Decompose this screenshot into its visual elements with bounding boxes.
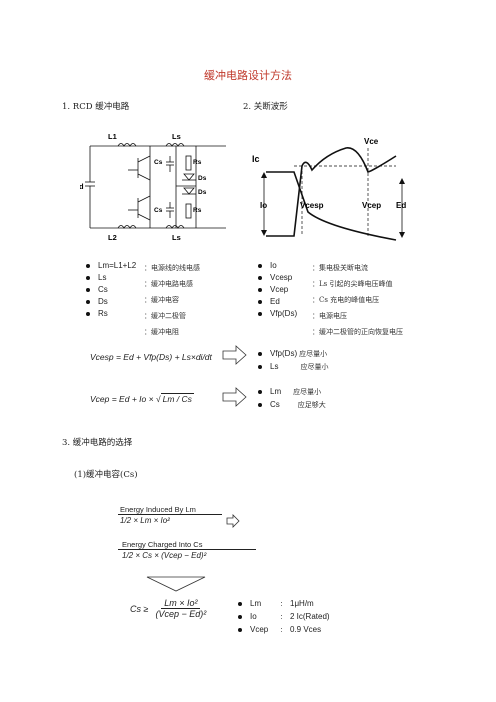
label-Rs-upper: Rs — [193, 159, 202, 166]
wave-label-Vcep: Vcep — [362, 201, 381, 210]
legend-desc: ：集电极关断电流 — [312, 264, 368, 272]
turnoff-waveform-chart: Ic Io Vcesp Vce Vcep Ed — [252, 137, 406, 241]
arrow-right-icon — [226, 514, 240, 528]
legend-item: Rs — [86, 308, 136, 320]
wave-label-Vce: Vce — [364, 137, 379, 146]
energy-charged-label: Energy Charged Into Cs — [122, 540, 203, 549]
energy-induced-label: Energy Induced By Lm — [120, 505, 196, 514]
divider — [118, 514, 222, 515]
condition-item: Io：2 Ic(Rated) — [238, 611, 330, 624]
legend-item: Vcesp — [258, 272, 297, 284]
legend-desc: ：缓冲电路电感 — [144, 280, 193, 288]
label-Cs-lower: Cs — [154, 207, 163, 214]
legend-item: Lm=L1+L2 — [86, 260, 136, 272]
arrow-right-icon — [222, 387, 247, 407]
condition-list: Lm：1μH/m Io：2 Ic(Rated) Vcep：0.9 Vces — [238, 598, 330, 637]
subsection-snubber-capacitor: (1)缓冲电容(Cs) — [74, 470, 138, 480]
legend-item: Vfp(Ds) — [258, 308, 297, 320]
legend-left-descriptions: ：电源线的线电感 ：缓冲电路电感 ：缓冲电容 ：缓冲二极管 ：缓冲电阻 — [144, 262, 200, 338]
wave-label-Io: Io — [260, 201, 267, 210]
formula-vcep: Vcep = Ed + Io × √Lm / Cs — [90, 393, 194, 404]
label-Cs-upper: Cs — [154, 159, 163, 166]
legend-right-descriptions: ：集电极关断电流 ：Ls 引起的尖峰电压峰值 ：Cs 充电的峰值电压 ：电源电压… — [312, 262, 403, 338]
legend-left-symbols: Lm=L1+L2 Ls Cs Ds Rs — [86, 260, 136, 320]
label-L1: L1 — [108, 132, 117, 141]
arrow-down-icon — [146, 576, 206, 592]
label-L2: L2 — [108, 233, 117, 242]
arrow-right-icon — [222, 345, 247, 365]
rcd-circuit-diagram: L1 Ls Ed Cs Rs Ds Ds Cs Rs L2 Ls — [80, 132, 226, 242]
legend-desc: ：缓冲电容 — [144, 296, 179, 304]
legend-right-symbols: Io Vcesp Vcep Ed Vfp(Ds) — [258, 260, 297, 320]
legend-desc: ：Ls 引起的尖峰电压峰值 — [312, 280, 393, 288]
legend-desc: ：缓冲二极管的正向恢复电压 — [312, 328, 403, 336]
section-snubber-selection: 3. 缓冲电路的选择 — [62, 438, 133, 448]
legend-item: Io — [258, 260, 297, 272]
page-title: 缓冲电路设计方法 — [204, 69, 292, 82]
implication-item: Vfp(Ds)应尽量小 — [258, 348, 328, 361]
energy-induced-expression: 1/2 × Lm × Io² — [120, 516, 170, 525]
formula-vcesp: Vcesp = Ed + Vfp(Ds) + Ls×di/dt — [90, 352, 212, 362]
legend-desc: ：缓冲电阻 — [144, 328, 179, 336]
legend-item: Vcep — [258, 284, 297, 296]
legend-item: Cs — [86, 284, 136, 296]
legend-item: Ed — [258, 296, 297, 308]
label-Ls-top: Ls — [172, 132, 181, 141]
legend-desc: ：缓冲二极管 — [144, 312, 186, 320]
legend-item: Ls — [86, 272, 136, 284]
legend-desc: ：Cs 充电的峰值电压 — [312, 296, 380, 304]
wave-label-Vcesp: Vcesp — [300, 201, 324, 210]
formula-cs-result: Cs ≥ Lm × Io² (Vcep − Ed)² — [130, 598, 207, 619]
divider — [118, 549, 256, 550]
section-turnoff-waveform: 2. 关断波形 — [243, 102, 288, 112]
wave-label-Ic: Ic — [252, 154, 260, 164]
energy-charged-expression: 1/2 × Cs × (Vcep − Ed)² — [122, 551, 207, 560]
label-Ds-upper: Ds — [198, 175, 207, 182]
wave-label-Ed: Ed — [396, 201, 406, 210]
label-Ls-bottom: Ls — [172, 233, 181, 242]
label-Ds-lower: Ds — [198, 189, 207, 196]
legend-desc: ：电源线的线电感 — [144, 264, 200, 272]
label-Rs-lower: Rs — [193, 207, 202, 214]
condition-item: Vcep：0.9 Vces — [238, 624, 330, 637]
label-Ed: Ed — [80, 182, 84, 191]
condition-item: Lm：1μH/m — [238, 598, 330, 611]
legend-item: Ds — [86, 296, 136, 308]
legend-desc: ：电源电压 — [312, 312, 347, 320]
section-rcd-snubber: 1. RCD 缓冲电路 — [62, 102, 130, 112]
